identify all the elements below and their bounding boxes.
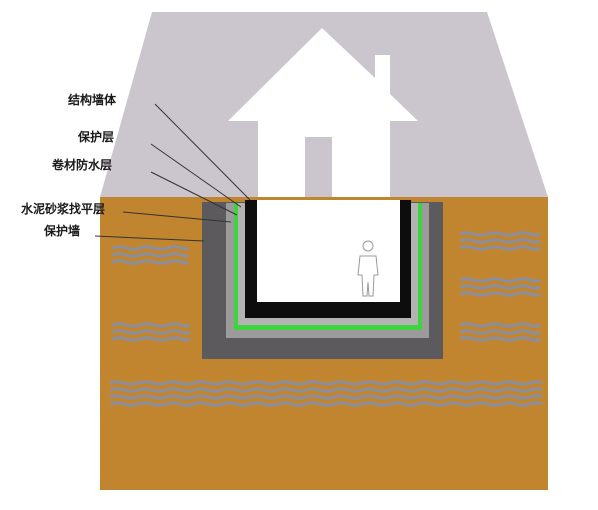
label-protective-wall: 保护墙 xyxy=(44,224,81,238)
groundwater-wave-icon xyxy=(459,329,541,335)
leader-line-leveling-layer xyxy=(122,211,232,223)
groundwater-wave-icon xyxy=(459,284,541,290)
groundwater-wave-icon xyxy=(111,252,189,258)
groundwater-wave-icon xyxy=(111,259,189,265)
leader-line-protective-layer xyxy=(150,143,242,208)
leader-line-membrane-layer xyxy=(150,171,238,216)
groundwater-wave-icon xyxy=(459,231,541,237)
groundwater-wave-icon xyxy=(459,336,541,342)
groundwater-wave-icon xyxy=(459,245,541,251)
label-protective-layer: 保护层 xyxy=(78,130,115,144)
groundwater-wave-icon xyxy=(459,238,541,244)
groundwater-wave-icon xyxy=(111,336,191,342)
leader-lines xyxy=(94,103,251,242)
label-cement-mortar-leveling-layer: 水泥砂浆找平层 xyxy=(21,202,106,216)
label-structural-wall: 结构墙体 xyxy=(68,93,117,107)
basement-interior xyxy=(257,200,400,302)
groundwater-wave-icon xyxy=(109,380,543,386)
leader-line-structural-wall xyxy=(154,103,251,201)
groundwater-wave-icon xyxy=(111,322,191,328)
groundwater-wave-icon xyxy=(109,401,543,407)
groundwater-wave-icon xyxy=(109,394,543,400)
groundwater-waves xyxy=(109,231,543,407)
groundwater-wave-icon xyxy=(459,277,541,283)
groundwater-wave-icon xyxy=(459,291,541,297)
person-icon xyxy=(357,240,379,297)
groundwater-wave-icon xyxy=(459,322,541,328)
house-door xyxy=(305,137,332,199)
groundwater-wave-icon xyxy=(109,387,543,393)
leader-line-protective-wall xyxy=(94,235,205,242)
groundwater-wave-icon xyxy=(111,245,189,251)
label-membrane-waterproof-layer: 卷材防水层 xyxy=(52,158,113,172)
groundwater-wave-icon xyxy=(111,329,191,335)
